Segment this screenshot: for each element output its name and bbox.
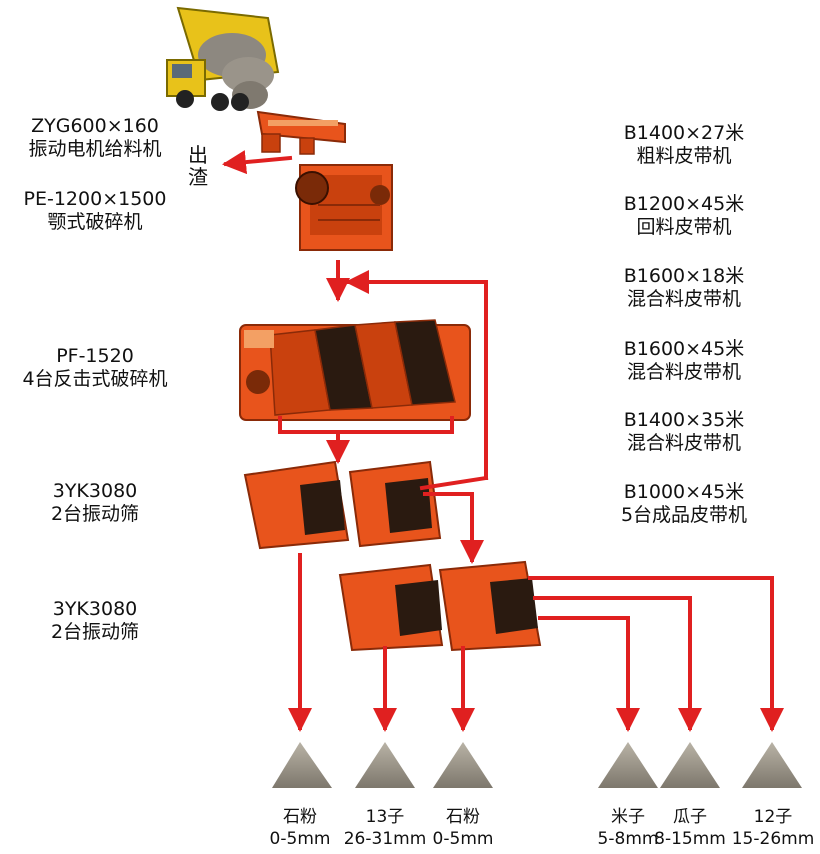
label-line: B1000×45米 <box>623 481 745 503</box>
label-line: 2台振动筛 <box>50 621 140 643</box>
product-size: 5-8mm <box>597 829 659 849</box>
label-line: 混合料皮带机 <box>626 432 741 454</box>
label-line: 粗料皮带机 <box>636 145 732 167</box>
product-size: 8-15mm <box>654 829 726 849</box>
label-line: ZYG600×160 <box>31 115 159 137</box>
product-name: 13子 <box>365 807 405 827</box>
label-line: 回料皮带机 <box>636 216 732 238</box>
label-line: PE-1200×1500 <box>23 188 167 210</box>
product-name: 瓜子 <box>673 807 707 827</box>
label-line: 混合料皮带机 <box>626 288 741 310</box>
label-line: 振动电机给料机 <box>28 138 162 160</box>
vibrating-feeder-illustration <box>256 110 346 155</box>
label-vibrating-feeder: ZYG600×160 振动电机给料机 <box>0 115 190 161</box>
product-name: 米子 <box>611 807 645 827</box>
pile-13zi <box>355 742 415 788</box>
label-line: B1600×45米 <box>623 338 745 360</box>
label-jaw-crusher: PE-1200×1500 颚式破碎机 <box>0 188 190 234</box>
label-line: 出 <box>188 143 208 167</box>
product-label-12zi: 12子 15-26mm <box>728 806 818 850</box>
label-belt-mixed-2: B1600×45米 混合料皮带机 <box>584 338 784 384</box>
label-lower-screens: 3YK3080 2台振动筛 <box>0 598 190 644</box>
product-name: 12子 <box>753 807 793 827</box>
product-label-stone-powder-2: 石粉 0-5mm <box>418 806 508 850</box>
label-line: 3YK3080 <box>52 598 138 620</box>
product-size: 0-5mm <box>269 829 331 849</box>
label-line: 2台振动筛 <box>50 503 140 525</box>
product-name: 石粉 <box>446 807 480 827</box>
product-piles <box>272 742 802 788</box>
label-line: 颚式破碎机 <box>47 211 143 233</box>
pile-mizi <box>598 742 658 788</box>
product-label-stone-powder-1: 石粉 0-5mm <box>255 806 345 850</box>
product-name: 石粉 <box>283 807 317 827</box>
label-line: 3YK3080 <box>52 480 138 502</box>
label-line: 渣 <box>188 165 208 189</box>
product-size: 15-26mm <box>731 829 815 849</box>
pile-stone-powder-1 <box>272 742 332 788</box>
label-line: 混合料皮带机 <box>626 361 741 383</box>
label-belt-mixed-1: B1600×18米 混合料皮带机 <box>584 265 784 311</box>
pile-stone-powder-2 <box>433 742 493 788</box>
dump-truck-illustration <box>166 6 280 111</box>
label-waste-outlet: 出 渣 <box>187 144 209 188</box>
label-belt-product: B1000×45米 5台成品皮带机 <box>584 481 784 527</box>
label-belt-return: B1200×45米 回料皮带机 <box>584 193 784 239</box>
label-line: 5台成品皮带机 <box>620 504 748 526</box>
pile-guazi <box>660 742 720 788</box>
pile-12zi <box>742 742 802 788</box>
label-line: B1200×45米 <box>623 193 745 215</box>
flow-arrows <box>222 150 784 732</box>
impact-crushers-illustration <box>239 319 471 421</box>
upper-screens-illustration <box>243 460 442 550</box>
label-belt-coarse: B1400×27米 粗料皮带机 <box>584 122 784 168</box>
product-label-guazi: 瓜子 8-15mm <box>645 806 735 850</box>
label-line: B1400×27米 <box>623 122 745 144</box>
product-label-mizi: 米子 5-8mm <box>583 806 673 850</box>
jaw-crusher-illustration <box>295 164 393 251</box>
label-impact-crusher: PF-1520 4台反击式破碎机 <box>0 345 190 391</box>
label-line: 4台反击式破碎机 <box>22 368 168 390</box>
label-line: PF-1520 <box>56 345 134 367</box>
product-size: 26-31mm <box>343 829 427 849</box>
label-belt-mixed-3: B1400×35米 混合料皮带机 <box>584 409 784 455</box>
product-size: 0-5mm <box>432 829 494 849</box>
product-label-13zi: 13子 26-31mm <box>340 806 430 850</box>
label-upper-screens: 3YK3080 2台振动筛 <box>0 480 190 526</box>
lower-screens-illustration <box>338 560 542 652</box>
label-line: B1600×18米 <box>623 265 745 287</box>
label-line: B1400×35米 <box>623 409 745 431</box>
